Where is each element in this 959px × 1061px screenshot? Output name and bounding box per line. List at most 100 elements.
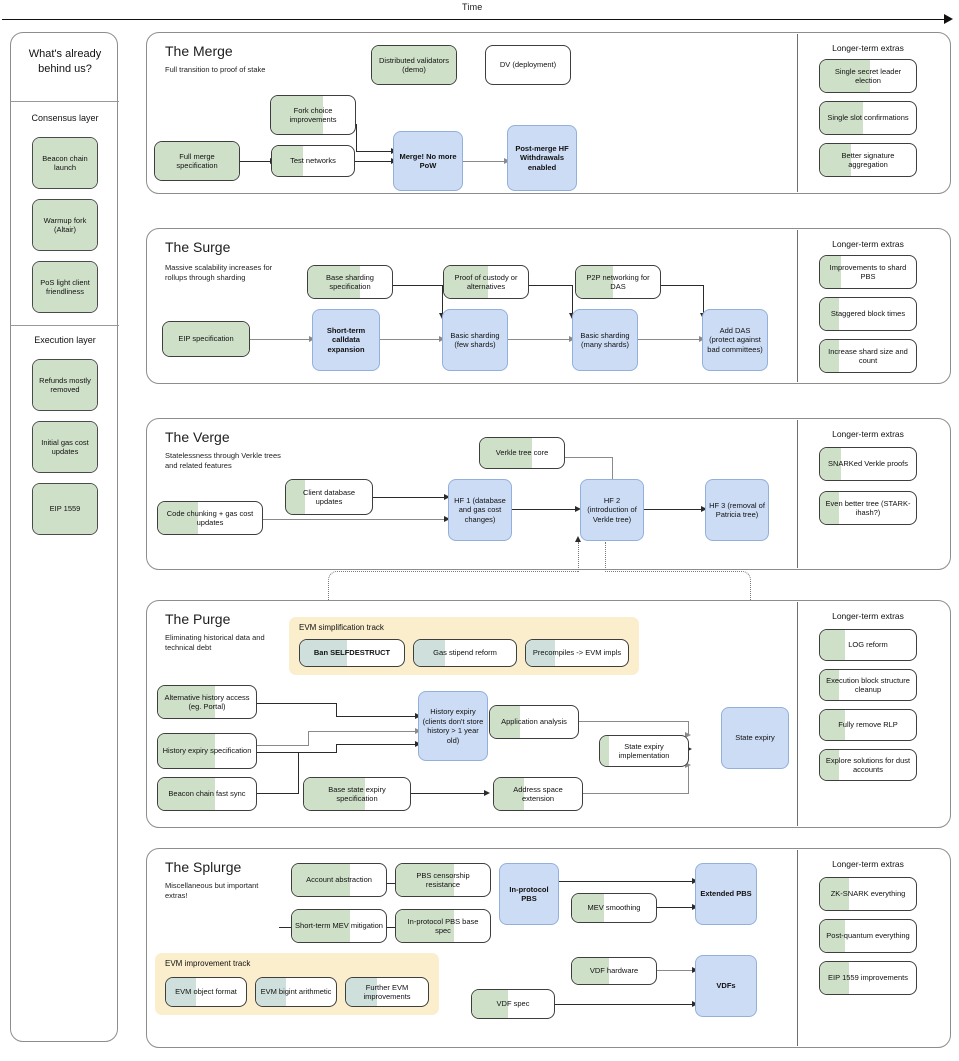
extra-single-secret-leader-election[interactable]: Single secret leader election xyxy=(819,59,917,93)
progress-fill xyxy=(820,750,840,780)
sidebar-divider xyxy=(11,101,119,102)
extra-single-slot-confirmations[interactable]: Single slot confirmations xyxy=(819,101,917,135)
node-label: State expiry xyxy=(735,733,775,743)
track-label: EVM simplification track xyxy=(299,623,384,632)
node-label: History expiry specification xyxy=(162,746,252,756)
node-fork-choice-improvements[interactable]: Fork choice improvements xyxy=(270,95,356,135)
node-label: MEV smoothing xyxy=(587,903,641,913)
node-hf2[interactable]: HF 2 (introduction of Verkle tree) xyxy=(580,479,644,541)
node-client-database-updates[interactable]: Client database updates xyxy=(285,479,373,515)
phase-panel-the-purge: The Purge Eliminating historical data an… xyxy=(146,600,951,828)
node-eip-specification[interactable]: EIP specification xyxy=(162,321,250,357)
node-p2p-networking-for-das[interactable]: P2P networking for DAS xyxy=(575,265,661,299)
node-gas-stipend-reform[interactable]: Gas stipend reform xyxy=(413,639,517,667)
sidebar-item-label: EIP 1559 xyxy=(49,504,81,514)
progress-fill xyxy=(166,978,197,1006)
connector xyxy=(257,752,337,754)
extra-label: Increase shard size and count xyxy=(828,346,908,366)
node-basic-sharding-many-shards[interactable]: Basic sharding (many shards) xyxy=(572,309,638,371)
sidebar-item-beacon-chain-launch[interactable]: Beacon chain launch xyxy=(32,137,98,189)
connector xyxy=(356,151,393,153)
node-evm-object-format[interactable]: EVM object format xyxy=(165,977,247,1007)
extra-label: Post-quantum everything xyxy=(826,931,910,941)
extra-increase-shard-size-and-count[interactable]: Increase shard size and count xyxy=(819,339,917,373)
extras-heading: Longer-term extras xyxy=(832,611,904,621)
node-hf3[interactable]: HF 3 (removal of Patricia tree) xyxy=(705,479,769,541)
node-proof-of-custody[interactable]: Proof of custody or alternatives xyxy=(443,265,529,299)
extra-eip-1559-improvements[interactable]: EIP 1559 improvements xyxy=(819,961,917,995)
node-history-expiry[interactable]: History expiry (clients don't store hist… xyxy=(418,691,488,761)
node-verkle-tree-core[interactable]: Verkle tree core xyxy=(479,437,565,469)
node-full-merge-specification[interactable]: Full merge specification xyxy=(154,141,240,181)
node-in-protocol-pbs[interactable]: In-protocol PBS xyxy=(499,863,559,925)
node-evm-bigint-arithmetic[interactable]: EVM bigint arithmetic xyxy=(255,977,337,1007)
evm-improvement-track-group: EVM improvement track EVM object format … xyxy=(155,953,439,1015)
extra-label: Even better tree (STARK-ihash?) xyxy=(825,498,911,518)
node-account-abstraction[interactable]: Account abstraction xyxy=(291,863,387,897)
node-distributed-validators[interactable]: Distributed validators (demo) xyxy=(371,45,457,85)
extra-explore-solutions-for-dust-accounts[interactable]: Explore solutions for dust accounts xyxy=(819,749,917,781)
extra-snarked-verkle-proofs[interactable]: SNARKed Verkle proofs xyxy=(819,447,917,481)
node-label: HF 3 (removal of Patricia tree) xyxy=(709,500,765,520)
node-label: EVM object format xyxy=(175,987,237,997)
connector xyxy=(263,519,447,521)
node-label: Full merge specification xyxy=(176,151,218,171)
node-label: Precompiles -> EVM impls xyxy=(532,648,622,658)
node-test-networks[interactable]: Test networks xyxy=(271,145,355,177)
progress-fill xyxy=(158,778,215,810)
node-state-expiry[interactable]: State expiry xyxy=(721,707,789,769)
node-state-expiry-implementation[interactable]: State expiry implementation xyxy=(599,735,689,767)
sidebar-item-warmup-fork-altair[interactable]: Warmup fork (Altair) xyxy=(32,199,98,251)
sidebar-item-eip-1559[interactable]: EIP 1559 xyxy=(32,483,98,535)
node-address-space-extension[interactable]: Address space extension xyxy=(493,777,583,811)
extra-fully-remove-rlp[interactable]: Fully remove RLP xyxy=(819,709,917,741)
node-in-protocol-pbs-base-spec[interactable]: In-protocol PBS base spec xyxy=(395,909,491,943)
node-beacon-chain-fast-sync[interactable]: Beacon chain fast sync xyxy=(157,777,257,811)
node-vdf-spec[interactable]: VDF spec xyxy=(471,989,555,1019)
progress-fill xyxy=(155,142,239,180)
node-precompiles-to-evm-impls[interactable]: Precompiles -> EVM impls xyxy=(525,639,629,667)
connector xyxy=(508,339,572,341)
node-mev-smoothing[interactable]: MEV smoothing xyxy=(571,893,657,923)
node-basic-sharding-few-shards[interactable]: Basic sharding (few shards) xyxy=(442,309,508,371)
node-extended-pbs[interactable]: Extended PBS xyxy=(695,863,757,925)
extra-execution-block-structure-cleanup[interactable]: Execution block structure cleanup xyxy=(819,669,917,701)
sidebar-item-refunds-mostly-removed[interactable]: Refunds mostly removed xyxy=(32,359,98,411)
node-label: EVM bigint arithmetic xyxy=(260,987,332,997)
node-hf1[interactable]: HF 1 (database and gas cost changes) xyxy=(448,479,512,541)
node-post-merge-hf[interactable]: Post-merge HF Withdrawals enabled xyxy=(507,125,577,191)
phase-panel-the-splurge: The Splurge Miscellaneous but important … xyxy=(146,848,951,1048)
node-application-analysis[interactable]: Application analysis xyxy=(489,705,579,739)
node-add-das[interactable]: Add DAS (protect against bad committees) xyxy=(702,309,768,371)
sidebar-item-initial-gas-cost-updates[interactable]: Initial gas cost updates xyxy=(32,421,98,473)
extra-staggered-block-times[interactable]: Staggered block times xyxy=(819,297,917,331)
node-code-chunking-gas-cost-updates[interactable]: Code chunking + gas cost updates xyxy=(157,501,263,535)
connector xyxy=(308,731,310,746)
node-merge-no-more-pow[interactable]: Merge! No more PoW xyxy=(393,131,463,191)
node-vdf-hardware[interactable]: VDF hardware xyxy=(571,957,657,985)
node-short-term-mev-mitigation[interactable]: Short-term MEV mitigation xyxy=(291,909,387,943)
extra-even-better-tree[interactable]: Even better tree (STARK-ihash?) xyxy=(819,491,917,525)
extra-label: ZK-SNARK everything xyxy=(830,889,906,899)
extra-post-quantum-everything[interactable]: Post-quantum everything xyxy=(819,919,917,953)
extra-label: Improvements to shard PBS xyxy=(829,262,907,282)
extra-improvements-to-shard-pbs[interactable]: Improvements to shard PBS xyxy=(819,255,917,289)
node-further-evm-improvements[interactable]: Further EVM improvements xyxy=(345,977,429,1007)
node-alternative-history-access[interactable]: Alternative history access (eg. Portal) xyxy=(157,685,257,719)
node-ban-selfdestruct[interactable]: Ban SELFDESTRUCT xyxy=(299,639,405,667)
connector xyxy=(336,744,418,746)
node-dv-deployment[interactable]: DV (deployment) xyxy=(485,45,571,85)
extra-better-signature-aggregation[interactable]: Better signature aggregation xyxy=(819,143,917,177)
extra-log-reform[interactable]: LOG reform xyxy=(819,629,917,661)
extra-zk-snark-everything[interactable]: ZK-SNARK everything xyxy=(819,877,917,911)
extra-label: Fully remove RLP xyxy=(838,720,898,730)
progress-fill xyxy=(572,958,609,984)
node-base-state-expiry-specification[interactable]: Base state expiry specification xyxy=(303,777,411,811)
node-vdfs[interactable]: VDFs xyxy=(695,955,757,1017)
node-pbs-censorship-resistance[interactable]: PBS censorship resistance xyxy=(395,863,491,897)
phase-panel-the-merge: The Merge Full transition to proof of st… xyxy=(146,32,951,194)
node-history-expiry-specification[interactable]: History expiry specification xyxy=(157,733,257,769)
sidebar-item-pos-light-client-friendliness[interactable]: PoS light client friendliness xyxy=(32,261,98,313)
node-base-sharding-specification[interactable]: Base sharding specification xyxy=(307,265,393,299)
node-short-term-calldata-expansion[interactable]: Short-term calldata expansion xyxy=(312,309,380,371)
